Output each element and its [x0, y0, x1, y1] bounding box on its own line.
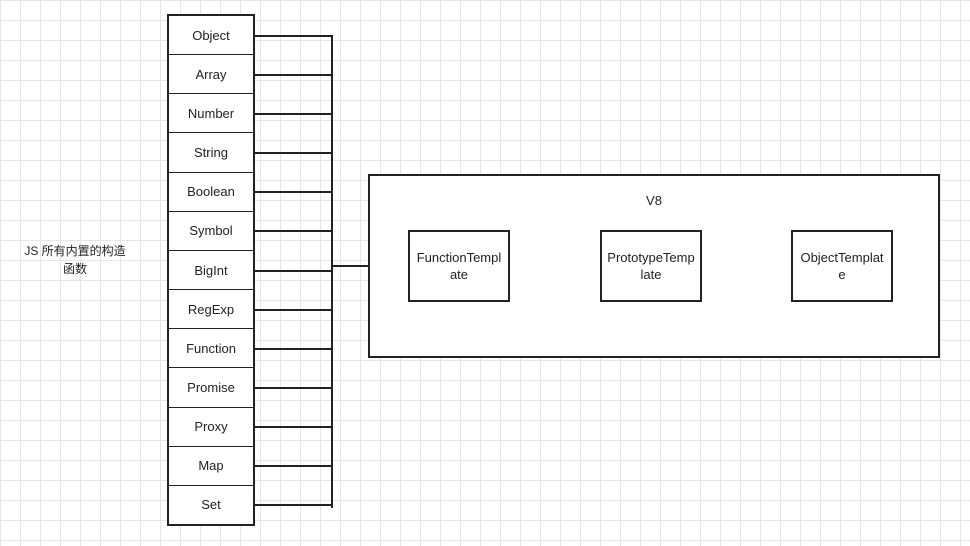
constructor-function[interactable]: Function	[169, 329, 253, 369]
prototype-template-box[interactable]: PrototypeTemplate	[600, 230, 702, 302]
builtin-constructors-label: JS 所有内置的构造 函数	[24, 244, 126, 276]
constructor-promise[interactable]: Promise	[169, 368, 253, 408]
constructor-object[interactable]: Object	[169, 16, 253, 56]
constructor-map[interactable]: Map	[169, 446, 253, 486]
constructor-number[interactable]: Number	[169, 94, 253, 134]
v8-title: V8	[646, 193, 662, 208]
constructor-set[interactable]: Set	[169, 485, 253, 525]
constructor-boolean[interactable]: Boolean	[169, 172, 253, 212]
function-template-box[interactable]: FunctionTemplate	[408, 230, 510, 302]
constructor-symbol[interactable]: Symbol	[169, 211, 253, 251]
constructor-string[interactable]: String	[169, 133, 253, 173]
constructor-list: Object Array Number String Boolean Symbo…	[167, 14, 255, 526]
constructor-regexp[interactable]: RegExp	[169, 290, 253, 330]
constructor-connectors	[253, 35, 332, 506]
object-template-box[interactable]: ObjectTemplate	[791, 230, 893, 302]
constructor-bigint[interactable]: BigInt	[169, 250, 253, 291]
constructor-array[interactable]: Array	[169, 55, 253, 95]
constructor-proxy[interactable]: Proxy	[169, 407, 253, 447]
